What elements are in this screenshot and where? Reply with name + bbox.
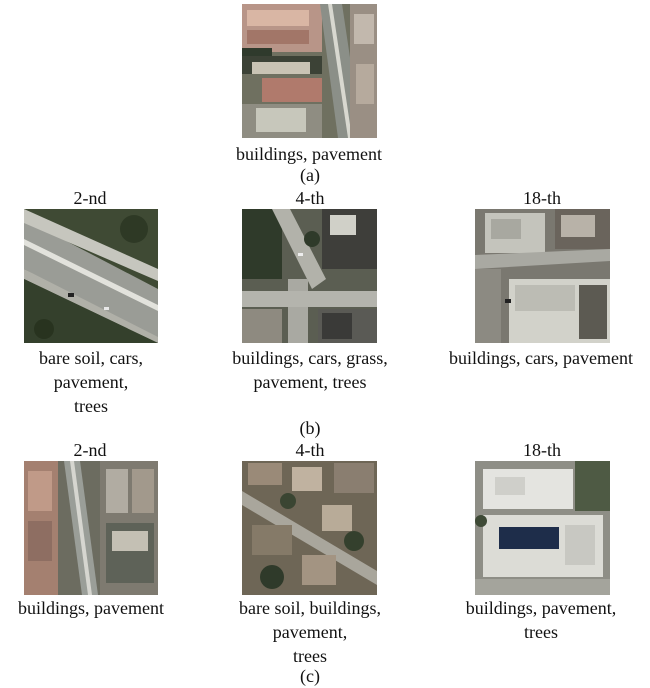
retrieved-labels: trees [293,646,327,666]
query-aerial-image [242,4,377,138]
retrieved-aerial-image [242,209,377,343]
caption-c: (c) [300,666,320,686]
retrieved-labels: bare soil, buildings, [239,598,381,618]
retrieved-labels: trees [74,396,108,416]
retrieved-labels: buildings, pavement [18,598,164,618]
retrieved-labels: buildings, pavement, [465,598,617,618]
retrieved-labels: trees [524,622,558,642]
rank-label: 4-th [295,188,325,208]
retrieved-labels: buildings, cars, pavement [449,348,633,368]
retrieved-aerial-image [24,461,158,595]
retrieved-labels: pavement, trees [253,372,367,392]
retrieved-labels: pavement, [53,372,129,392]
rank-label: 2-nd [73,440,107,460]
rank-label: 18-th [523,440,561,460]
caption-a: (a) [300,165,320,185]
retrieved-aerial-image [475,209,610,343]
retrieved-labels: pavement, [272,622,348,642]
query-labels: buildings, pavement [236,144,382,164]
caption-b: (b) [299,418,321,438]
retrieved-labels: bare soil, cars, [39,348,143,368]
retrieved-aerial-image [24,209,158,343]
retrieved-aerial-image [242,461,377,595]
rank-label: 2-nd [73,188,107,208]
rank-label: 4-th [295,440,325,460]
rank-label: 18-th [523,188,561,208]
retrieved-labels: buildings, cars, grass, [232,348,388,368]
retrieved-aerial-image [475,461,610,595]
